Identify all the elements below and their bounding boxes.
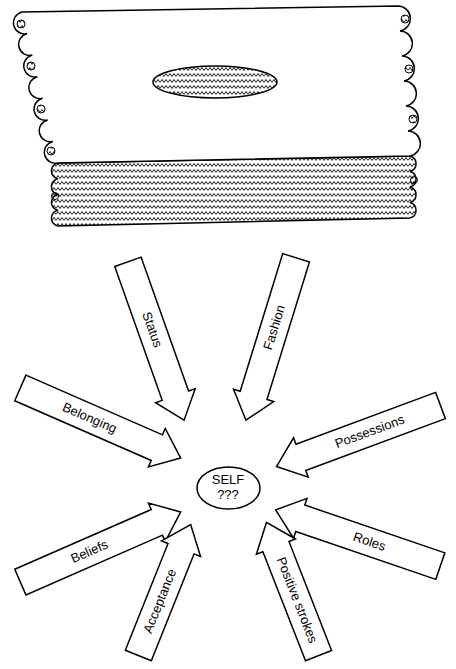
text-holder: Roles (300, 506, 440, 577)
influence-arrow: Fashion (225, 251, 317, 426)
arrow-label: Acceptance (140, 567, 179, 636)
arrow-label: Positive strokes (273, 555, 320, 645)
arrow-label: Beliefs (68, 537, 110, 566)
text-holder: SELF ??? (196, 466, 261, 510)
arrow-label: Status (139, 310, 165, 350)
slab-hole (153, 66, 277, 98)
text-holder: Acceptance (127, 547, 192, 655)
text-holder: Status (117, 263, 187, 397)
self-label: SELF ??? (212, 473, 245, 503)
arrow-path (118, 517, 209, 664)
arrow-path (226, 252, 316, 427)
arrow-label: Belonging (60, 400, 119, 437)
arrow-path (108, 255, 204, 427)
arrow-path (11, 369, 188, 478)
torn-edge-curls (17, 15, 418, 200)
influence-arrow: Status (107, 254, 205, 427)
arrow-label: Roles (351, 529, 387, 554)
influence-arrow: Possessions (268, 384, 447, 486)
slab-top-face (13, 6, 420, 163)
arrow-label: Possessions (332, 412, 406, 451)
slab-front-face (51, 156, 416, 226)
text-holder: Positive strokes (264, 545, 329, 655)
text-holder: Beliefs (20, 511, 159, 592)
text-holder: Possessions (299, 394, 439, 469)
self-oval: SELF ??? (196, 466, 261, 510)
arrow-path (269, 385, 448, 485)
oval-path (197, 467, 260, 509)
arrow-path (246, 514, 337, 662)
text-holder: Belonging (20, 378, 159, 459)
